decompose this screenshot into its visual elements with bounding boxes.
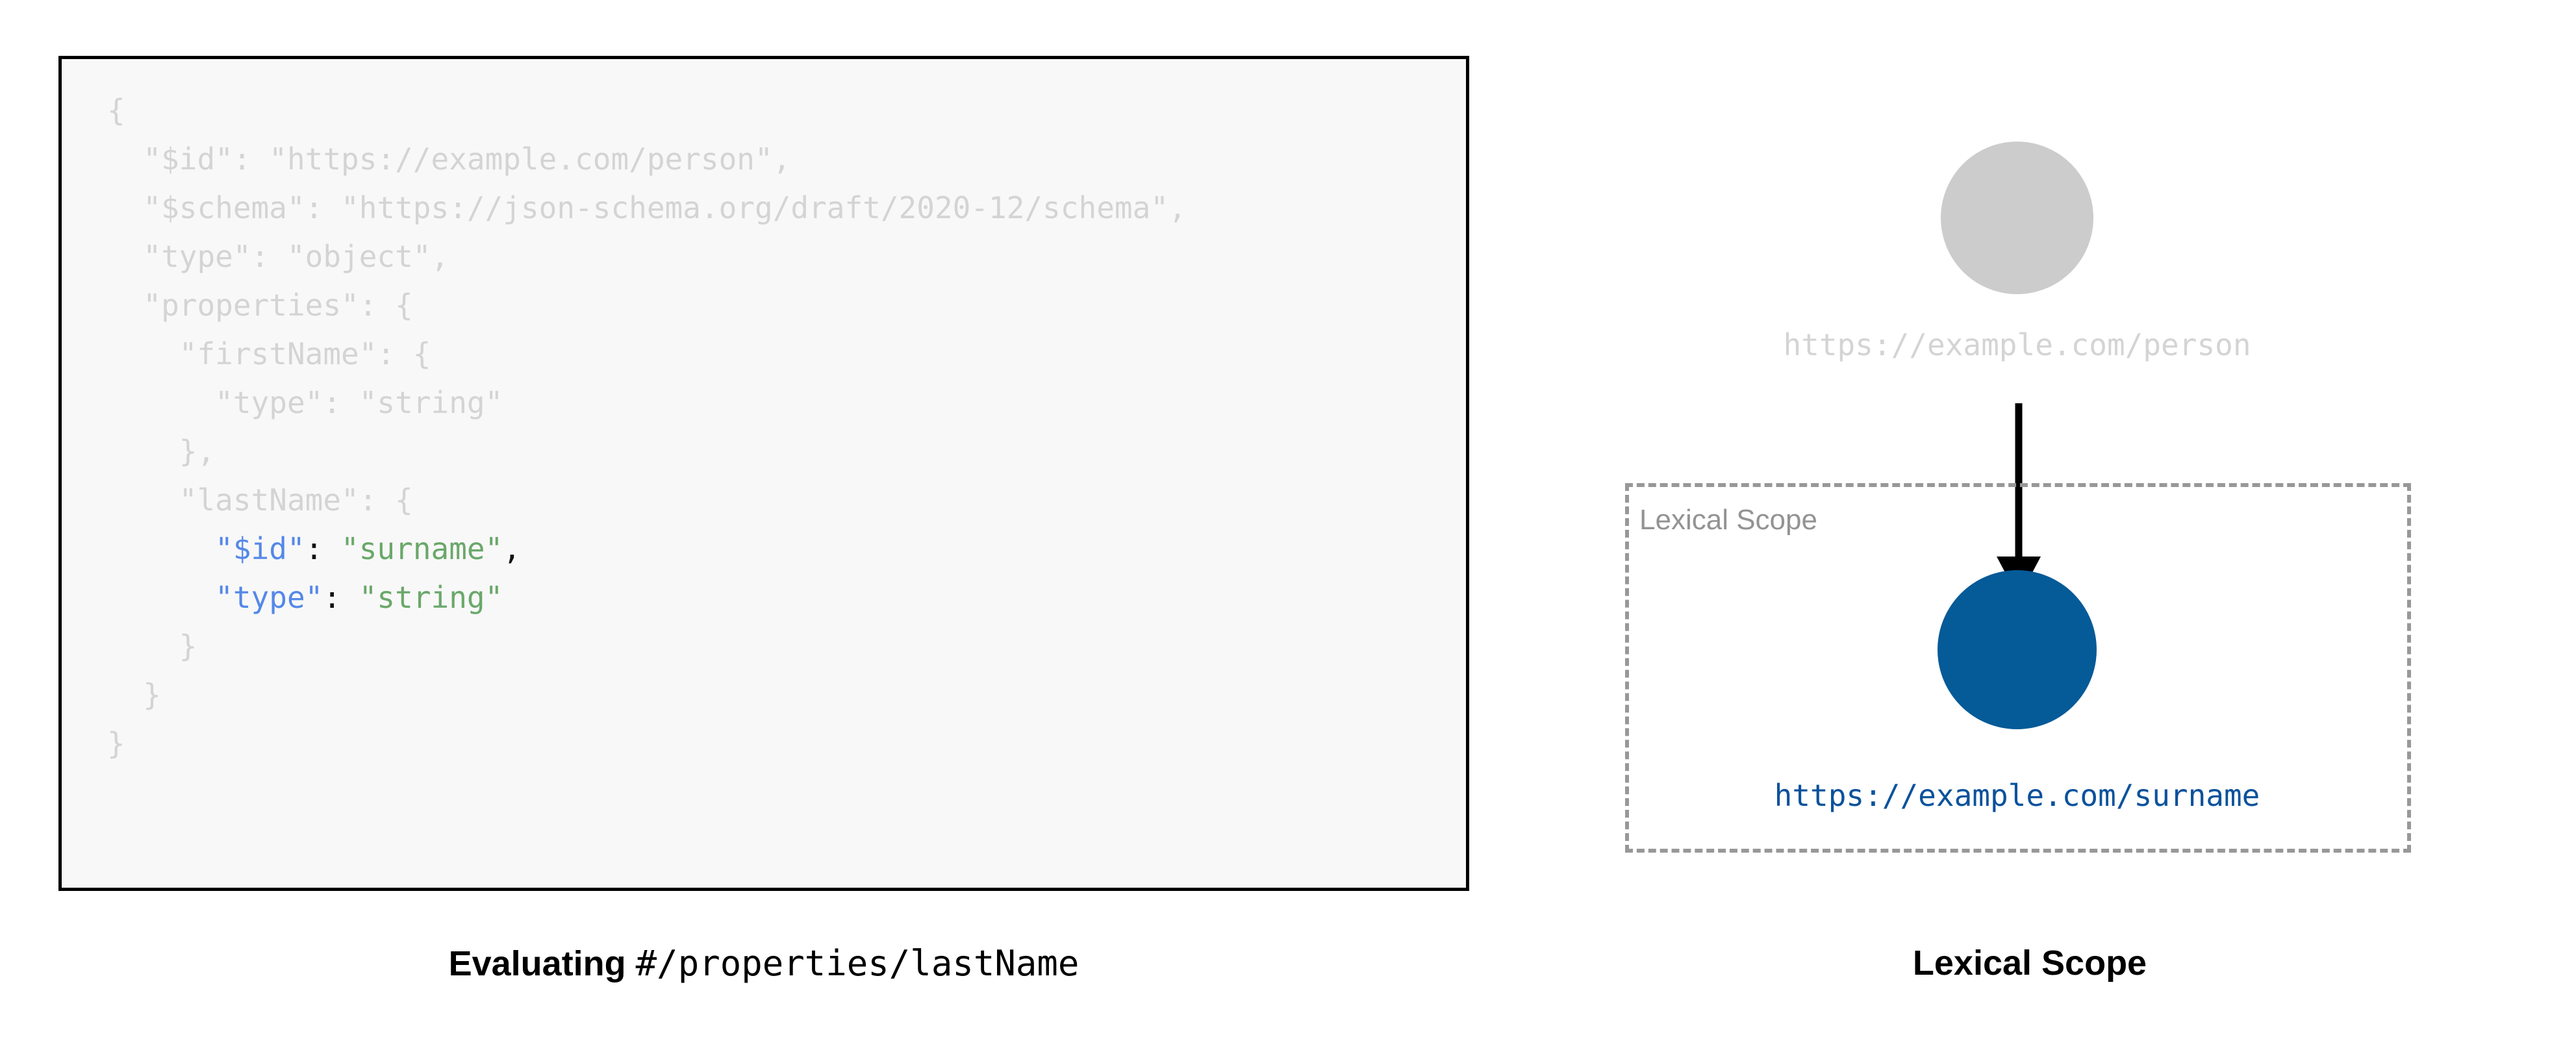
code-token-dim: "$id": "https://example.com/person", [143,142,791,177]
scoped-node-label: https://example.com/surname [1774,778,2260,813]
code-line: { [107,86,1187,135]
code-indent [107,142,143,177]
code-indent [107,580,215,615]
left-caption: Evaluating #/properties/lastName [58,943,1469,984]
code-line: } [107,622,1187,671]
code-line: "type": "string" [107,379,1187,427]
code-token-dim: "type": "string" [215,385,503,420]
json-schema-code-block: { "$id": "https://example.com/person", "… [58,56,1469,891]
code-line: "$id": "surname", [107,525,1187,573]
lexical-scope-box-label: Lexical Scope [1639,504,1817,536]
code-indent [107,385,215,420]
code-indent [107,239,143,274]
code-token-str: "surname" [341,531,503,566]
lexical-scope-diagram: https://example.com/person Lexical Scope… [1559,56,2501,891]
code-token-key: "$id" [215,531,305,566]
code-token-dim: }, [179,434,216,469]
right-caption: Lexical Scope [1912,944,2147,983]
code-token-dim: "type": "object", [143,239,449,274]
code-indent [107,677,143,712]
code-line: "$id": "https://example.com/person", [107,135,1187,184]
root-node-label: https://example.com/person [1783,327,2251,362]
code-token-dim: "$schema": "https://json-schema.org/draf… [143,190,1187,225]
code-indent [107,531,215,566]
root-node-circle-icon [1941,142,2093,294]
code-token-dim: { [107,93,125,128]
scoped-node-circle-icon [1938,570,2097,729]
code-listing: { "$id": "https://example.com/person", "… [107,86,1187,768]
code-line: }, [107,427,1187,476]
code-indent [107,482,179,518]
code-line: "type": "string" [107,573,1187,622]
code-line: "type": "object", [107,232,1187,281]
code-token-dim: } [143,677,162,712]
left-caption-pointer: #/properties/lastName [635,943,1080,984]
code-line: "$schema": "https://json-schema.org/draf… [107,184,1187,232]
code-line: } [107,671,1187,720]
code-token-dim: } [107,726,125,761]
code-token-key: "type" [215,580,323,615]
lexical-scope-box [1625,483,2411,853]
code-line: "firstName": { [107,330,1187,379]
code-indent [107,190,143,225]
code-token-punc: : [323,580,359,615]
left-caption-bold: Evaluating [448,944,626,983]
code-line: "lastName": { [107,476,1187,525]
code-token-dim: "firstName": { [179,336,431,371]
code-indent [107,434,179,469]
code-token-str: "string" [359,580,503,615]
code-token-punc: , [503,531,521,566]
code-line: } [107,720,1187,768]
code-indent [107,336,179,371]
code-token-dim: "properties": { [143,288,413,323]
code-line: "properties": { [107,281,1187,330]
code-indent [107,629,179,664]
code-token-punc: : [305,531,342,566]
code-token-dim: "lastName": { [179,482,413,518]
code-indent [107,288,143,323]
code-token-dim: } [179,629,197,664]
